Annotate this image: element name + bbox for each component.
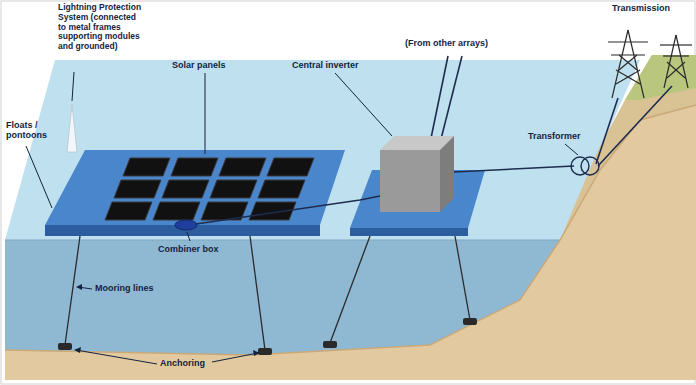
panels-label: Solar panels xyxy=(172,60,252,70)
transmission-towers xyxy=(608,30,692,98)
transmission-towers xyxy=(676,35,688,88)
anchors xyxy=(58,343,72,350)
solar-panels xyxy=(171,158,218,176)
leader-lines xyxy=(187,232,190,241)
inverter-label: Central inverter xyxy=(292,60,382,70)
wires xyxy=(598,86,672,166)
transformer xyxy=(581,157,599,175)
arrowheads xyxy=(74,284,260,356)
leader-lines xyxy=(212,353,258,362)
central-inverter xyxy=(380,136,454,212)
label-text: Combiner box xyxy=(158,244,219,254)
arrowheads xyxy=(74,347,81,353)
leader-lines xyxy=(335,73,392,136)
combiner-label: Combiner box xyxy=(158,244,238,254)
label-text: Floats / pontoons xyxy=(6,120,47,140)
combiner-box xyxy=(175,220,197,230)
label-text: Solar panels xyxy=(172,60,226,70)
floats-label: Floats / pontoons xyxy=(6,120,54,141)
solar-panels xyxy=(258,180,305,198)
wires xyxy=(440,56,462,143)
label-text: Transformer xyxy=(528,131,581,141)
land xyxy=(5,105,696,380)
leader-lines xyxy=(72,72,74,101)
transformer-label: Transformer xyxy=(528,131,598,141)
transmission-towers xyxy=(664,35,676,88)
pontoon-platform xyxy=(45,150,485,236)
anchors xyxy=(258,348,272,355)
arrowheads xyxy=(253,350,260,356)
anchoring-label: Anchoring xyxy=(160,358,230,368)
solar-panels xyxy=(162,180,209,198)
mooring-lines xyxy=(250,236,265,350)
label-text: Mooring lines xyxy=(95,283,154,293)
solar-panels xyxy=(219,158,266,176)
leader-lines xyxy=(26,146,52,208)
wires xyxy=(196,196,380,224)
anchors xyxy=(463,318,477,325)
transformer xyxy=(571,157,589,175)
wires xyxy=(430,56,448,143)
label-text: Anchoring xyxy=(160,358,205,368)
combiner-box xyxy=(175,220,197,230)
transmission-towers xyxy=(611,54,645,55)
lightning-rod xyxy=(67,104,77,152)
transmission-towers xyxy=(660,44,692,45)
transmission-towers xyxy=(616,70,640,84)
pontoon-platform xyxy=(45,150,345,225)
mooring-lines xyxy=(455,236,470,320)
leader-lines xyxy=(76,350,157,364)
central-inverter xyxy=(380,150,440,212)
solar-panels xyxy=(267,158,314,176)
leader-lines xyxy=(565,144,578,155)
label-text: Lightning Protection System (connected t… xyxy=(58,2,141,51)
solar-panels xyxy=(153,202,200,220)
label-text: Transmission xyxy=(612,3,670,13)
land xyxy=(5,55,696,380)
anchors xyxy=(323,341,337,348)
wires xyxy=(454,166,574,172)
mooring-lines xyxy=(330,236,370,343)
mooring-lines xyxy=(65,236,80,345)
anchors xyxy=(58,318,477,355)
transmission-label: Transmission xyxy=(612,3,692,13)
solar-panels xyxy=(210,180,257,198)
wires xyxy=(596,98,618,164)
land xyxy=(5,105,696,355)
lightning-rod xyxy=(67,104,77,152)
water-body xyxy=(5,60,640,240)
transmission-towers xyxy=(667,62,685,78)
transmission-towers xyxy=(663,55,689,56)
label-text: (From other arrays) xyxy=(405,38,488,48)
central-inverter xyxy=(440,136,454,212)
solar-panels xyxy=(123,158,170,176)
transmission-towers xyxy=(608,41,648,42)
transmission-towers xyxy=(667,62,685,78)
solar-panels xyxy=(114,180,161,198)
mooring-label: Mooring lines xyxy=(95,283,175,293)
label-text: Central inverter xyxy=(292,60,359,70)
transmission-towers xyxy=(616,70,640,84)
pontoon-platform xyxy=(350,228,468,236)
leader-lines xyxy=(205,73,206,154)
arrays-label: (From other arrays) xyxy=(405,38,515,48)
mooring-lines xyxy=(65,236,470,350)
arrowheads xyxy=(76,284,82,290)
transmission-towers xyxy=(619,55,637,70)
transformer xyxy=(571,157,599,175)
lightning-label: Lightning Protection System (connected t… xyxy=(58,3,142,52)
leader-lines xyxy=(26,72,578,364)
water-body xyxy=(5,240,560,241)
solar-panels xyxy=(105,202,152,220)
wires xyxy=(196,56,672,224)
transmission-towers xyxy=(619,55,637,70)
